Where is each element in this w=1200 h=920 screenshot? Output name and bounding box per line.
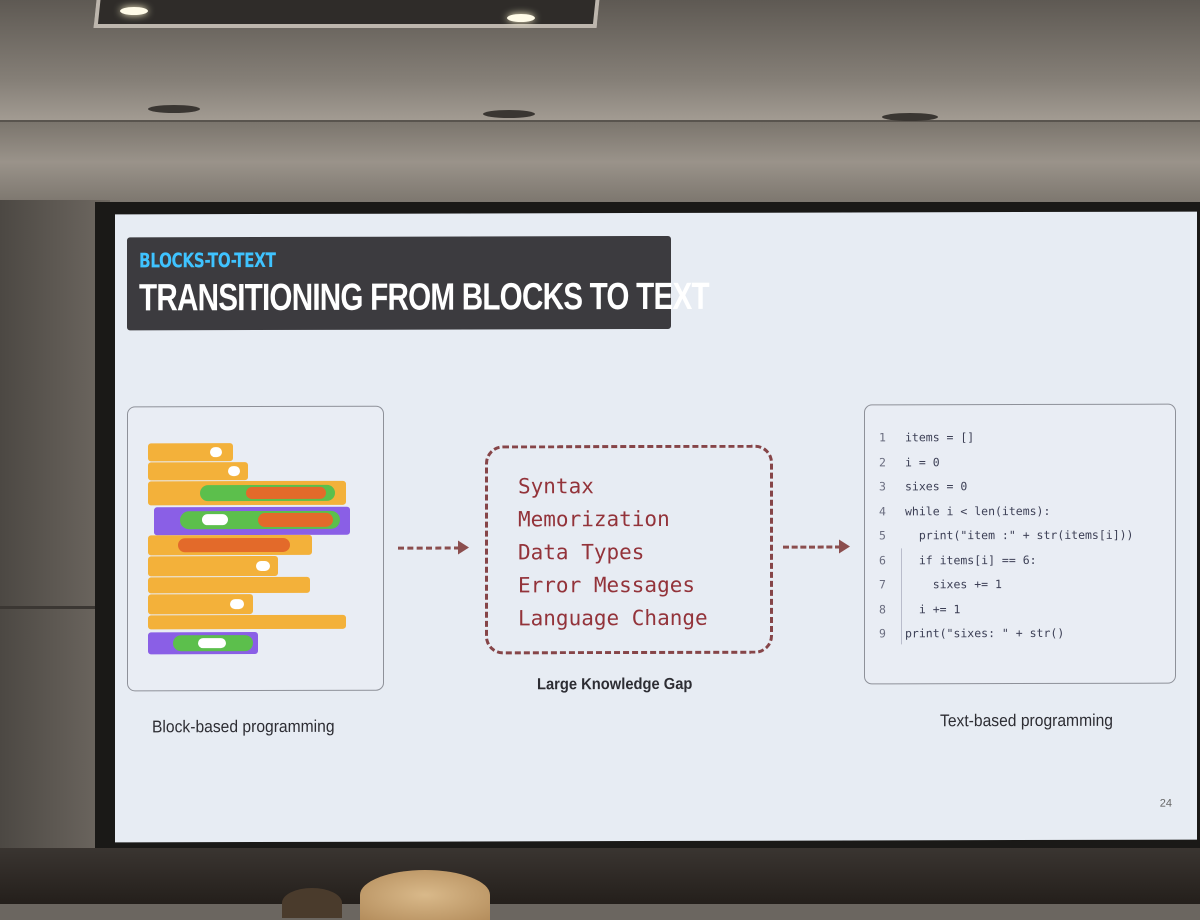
gap-item: Language Change: [518, 605, 708, 631]
gap-list: Syntax Memorization Data Types Error Mes…: [518, 470, 708, 635]
gap-item: Error Messages: [518, 572, 696, 598]
code-line: 5 print("item :" + str(items[i])): [879, 527, 1134, 543]
gap-item: Memorization: [518, 506, 670, 532]
audience-head: [282, 888, 342, 918]
page-number: 24: [1159, 797, 1172, 810]
ceiling-vent: [882, 113, 938, 121]
arrow-right-icon: [458, 540, 469, 555]
slide-title: TRANSITIONING FROM BLOCKS TO TEXT: [139, 275, 709, 320]
code-line: 8 i += 1: [879, 601, 961, 616]
presentation-slide: BLOCKS-TO-TEXT TRANSITIONING FROM BLOCKS…: [115, 211, 1197, 843]
arrow-left: [398, 546, 460, 550]
title-banner: BLOCKS-TO-TEXT TRANSITIONING FROM BLOCKS…: [127, 235, 709, 331]
scratch-blocks-image: [128, 407, 383, 655]
text-caption: Text-based programming: [940, 710, 1113, 731]
ceiling-vent: [148, 105, 200, 113]
audience-head: [360, 870, 490, 920]
gap-item: Syntax: [518, 474, 594, 499]
ceiling-vent: [483, 110, 535, 118]
left-wall: [0, 200, 110, 904]
ceiling-light: [120, 7, 148, 15]
code-line: 7 sixes += 1: [879, 577, 1002, 592]
gap-item: Data Types: [518, 540, 645, 565]
code-line: 6 if items[i] == 6:: [879, 552, 1037, 567]
knowledge-gap-box: Syntax Memorization Data Types Error Mes…: [485, 444, 773, 655]
arrow-right-icon: [839, 539, 850, 554]
slide-kicker: BLOCKS-TO-TEXT: [139, 247, 276, 273]
wall-seam: [0, 606, 110, 609]
gap-caption: Large Knowledge Gap: [537, 675, 693, 694]
ceiling-light: [507, 14, 535, 22]
ceiling-beam: [0, 120, 1200, 202]
block-caption: Block-based programming: [152, 716, 335, 737]
arrow-right: [783, 545, 841, 549]
audience-area: [0, 848, 1200, 904]
block-code-panel: [127, 405, 384, 692]
